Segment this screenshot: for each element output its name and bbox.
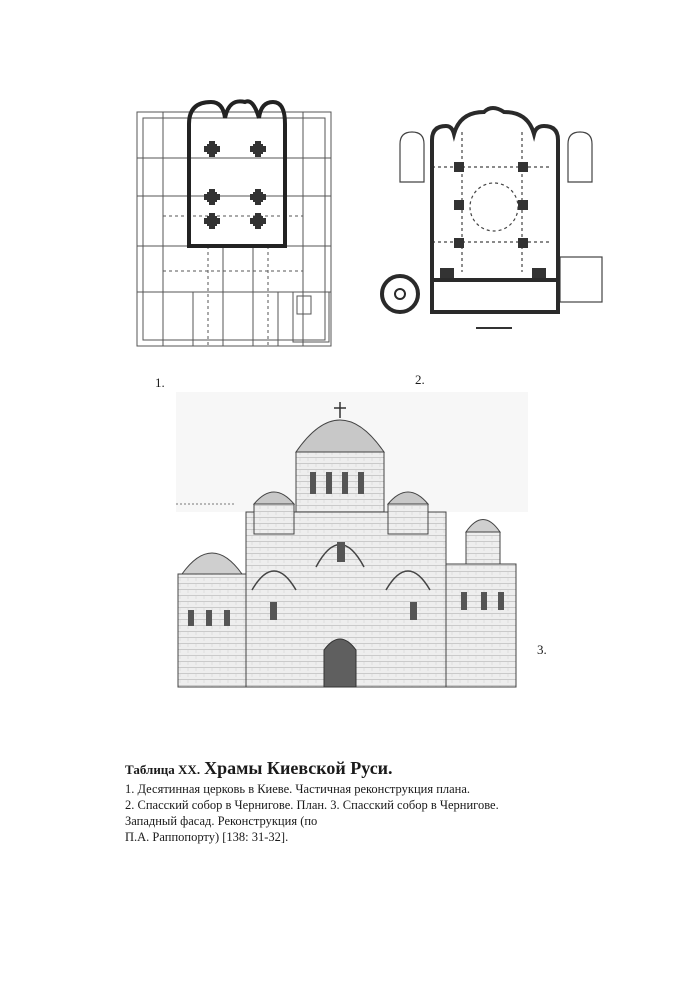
figure-caption: Таблица XX. Храмы Киевской Руси. 1. Деся… [125, 757, 595, 845]
caption-table-number: Таблица XX. [125, 762, 201, 777]
figure-1-plan-desyatinnaya [133, 96, 335, 352]
figure-2-plan-spassky [372, 92, 620, 342]
caption-heading: Таблица XX. Храмы Киевской Руси. [125, 757, 595, 781]
figure-3-facade-spassky [176, 392, 528, 688]
caption-line: 2. Спасский собор в Чернигове. План. 3. … [125, 798, 499, 812]
caption-line: П.А. Раппопорту) [138: 31-32]. [125, 830, 289, 844]
plan-drawing [380, 106, 603, 329]
plan-drawing [136, 99, 332, 347]
figure-2-number: 2. [415, 372, 425, 387]
figure-3-number: 3. [537, 642, 547, 657]
figure-1-number: 1. [155, 375, 165, 390]
caption-line: 1. Десятинная церковь в Киеве. Частичная… [125, 782, 471, 796]
facade-drawing [176, 392, 528, 688]
caption-line: Западный фасад. Реконструкция (по [125, 814, 318, 828]
caption-title: Храмы Киевской Руси. [204, 758, 393, 778]
